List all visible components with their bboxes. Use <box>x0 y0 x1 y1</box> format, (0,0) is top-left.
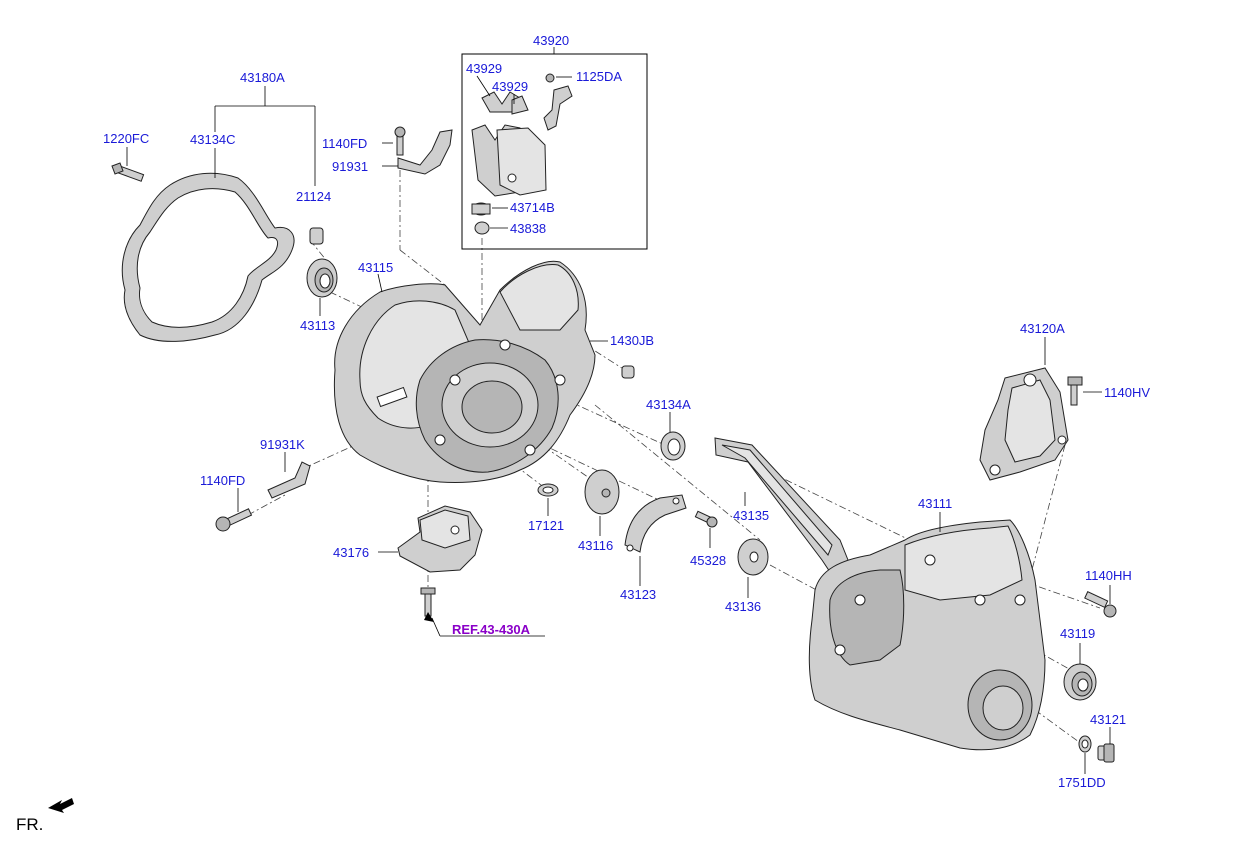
cover-43123 <box>624 494 687 553</box>
shift-lever-kit-43920 <box>461 47 648 250</box>
label-43929-a[interactable]: 43929 <box>466 61 502 76</box>
mount-43176 <box>397 505 483 573</box>
oil-seal-43119 <box>1063 663 1097 701</box>
label-17121[interactable]: 17121 <box>528 518 564 533</box>
label-43123[interactable]: 43123 <box>620 587 656 602</box>
label-43111[interactable]: 43111 <box>918 496 952 511</box>
label-1140fd-bottom[interactable]: 1140FD <box>200 473 245 488</box>
front-label: FR. <box>16 815 43 834</box>
label-1125da[interactable]: 1125DA <box>576 69 622 84</box>
clutch-housing-43115 <box>333 260 596 483</box>
bolt-ref-43-430a <box>420 587 436 617</box>
label-43115[interactable]: 43115 <box>358 260 393 275</box>
mounting-bracket-43120a <box>979 367 1069 481</box>
label-43134a[interactable]: 43134A <box>646 397 691 412</box>
bolt-1140fd-lower <box>215 508 253 532</box>
transmission-case-43111 <box>808 519 1046 751</box>
reference-link-43-430a[interactable]: REF.43-430A <box>452 622 531 637</box>
bracket-91931k <box>267 461 311 499</box>
drain-plug-43121 <box>1097 743 1115 763</box>
label-43929-b[interactable]: 43929 <box>492 79 528 94</box>
label-1140hh[interactable]: 1140HH <box>1085 568 1132 583</box>
bolt-1140hv <box>1067 376 1083 406</box>
part-labels: 43920 43929 43929 1125DA 43714B 43838 43… <box>103 33 1150 790</box>
rail-43135 <box>714 437 849 573</box>
oil-seal-43113 <box>306 258 338 298</box>
washer-17121 <box>537 483 559 497</box>
label-43113[interactable]: 43113 <box>300 318 335 333</box>
label-43920[interactable]: 43920 <box>533 33 569 48</box>
sleeve-1430jb <box>621 365 635 379</box>
label-45328[interactable]: 45328 <box>690 553 726 568</box>
label-1751dd[interactable]: 1751DD <box>1058 775 1106 790</box>
label-43136[interactable]: 43136 <box>725 599 761 614</box>
label-43714b[interactable]: 43714B <box>510 200 555 215</box>
ref-arrow-icon <box>424 612 434 622</box>
label-21124[interactable]: 21124 <box>296 189 331 204</box>
label-43180a[interactable]: 43180A <box>240 70 285 85</box>
label-91931k[interactable]: 91931K <box>260 437 305 452</box>
label-91931[interactable]: 91931 <box>332 159 368 174</box>
front-arrow-icon <box>48 798 74 813</box>
dowel-pin-21124 <box>309 227 324 245</box>
label-43120a[interactable]: 43120A <box>1020 321 1065 336</box>
label-43135[interactable]: 43135 <box>733 508 769 523</box>
label-1140fd-top[interactable]: 1140FD <box>322 136 367 151</box>
label-43176[interactable]: 43176 <box>333 545 369 560</box>
label-43121[interactable]: 43121 <box>1090 712 1126 727</box>
label-43134c[interactable]: 43134C <box>190 132 236 147</box>
bolt-1140hh <box>1084 591 1117 618</box>
bolt-45328 <box>694 510 718 528</box>
gasket-43134c <box>121 172 295 342</box>
bolt-1220fc <box>111 162 145 182</box>
disc-43136 <box>737 538 769 576</box>
label-43119[interactable]: 43119 <box>1060 626 1095 641</box>
leader-lines <box>126 75 1111 774</box>
gasket-1751dd <box>1078 735 1092 753</box>
front-direction-indicator: FR. <box>16 798 74 834</box>
label-1220fc[interactable]: 1220FC <box>103 131 149 146</box>
label-1430jb[interactable]: 1430JB <box>610 333 654 348</box>
plate-43116 <box>584 469 620 515</box>
label-43116[interactable]: 43116 <box>578 538 613 553</box>
oil-seal-43134a <box>660 431 686 461</box>
label-43838[interactable]: 43838 <box>510 221 546 236</box>
label-1140hv[interactable]: 1140HV <box>1104 385 1150 400</box>
bracket-91931 <box>394 126 453 175</box>
